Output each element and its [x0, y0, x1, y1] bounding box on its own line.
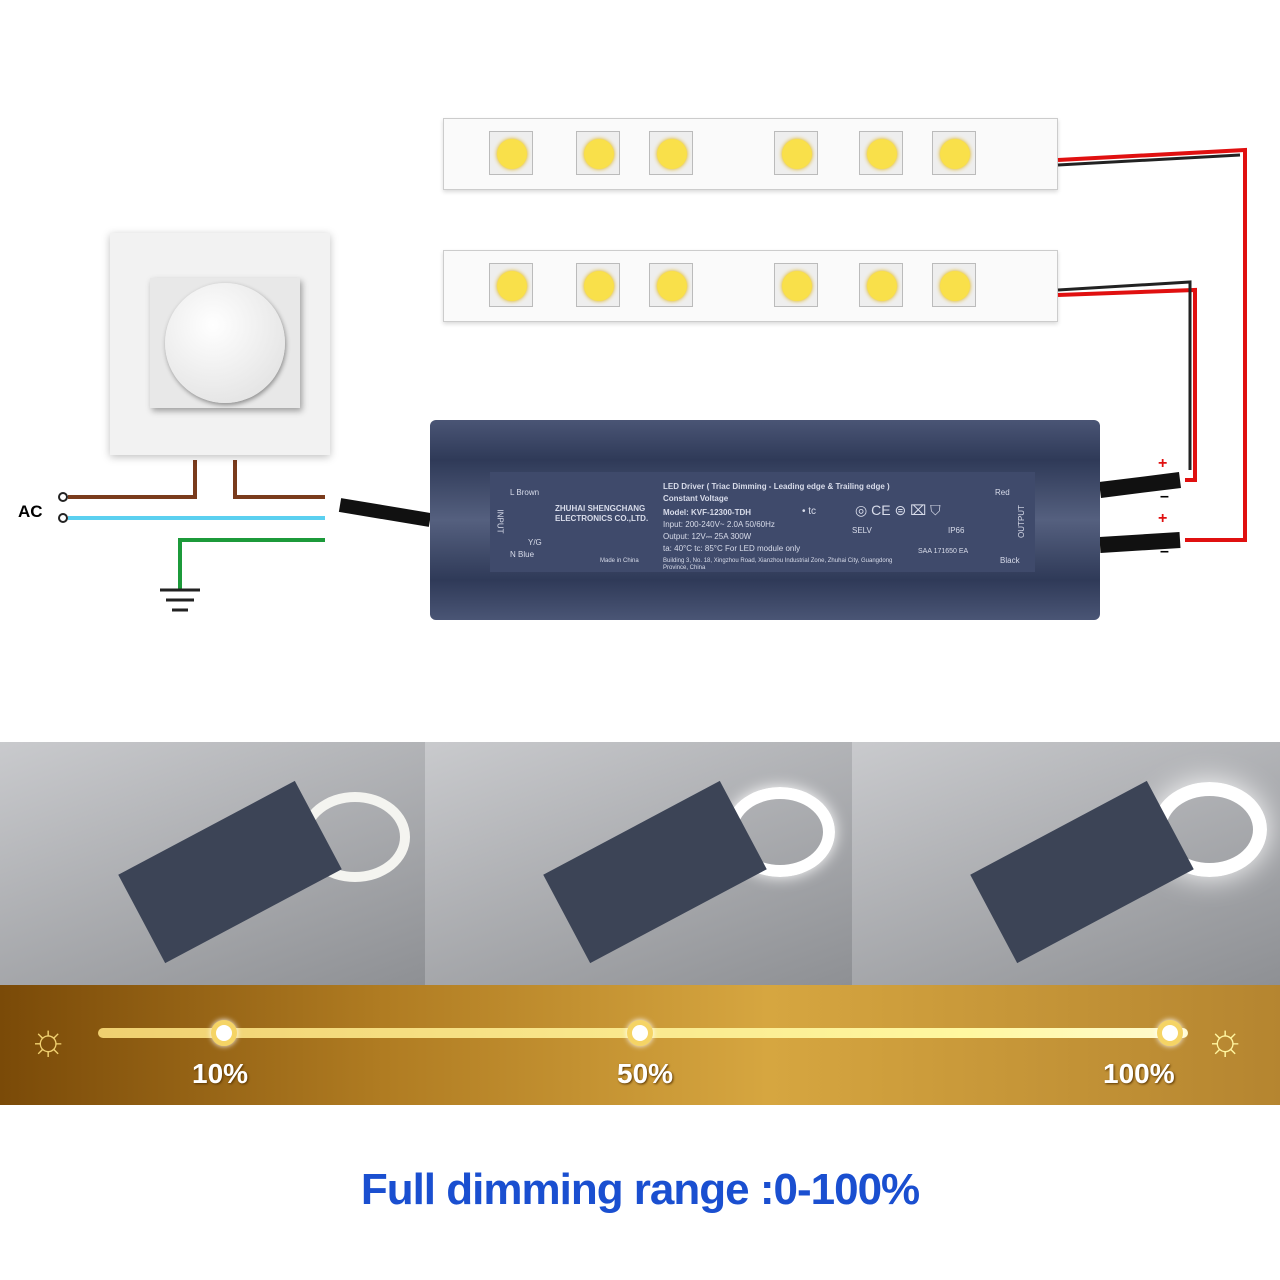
selv-label: SELV [852, 526, 872, 535]
level-label-50: 50% [617, 1058, 674, 1089]
ground-label: Y/G [528, 538, 542, 547]
plus-sign-1: + [1158, 455, 1168, 472]
minus-sign-1: – [1160, 488, 1169, 505]
photo-dim-100 [852, 742, 1280, 985]
page-title: Full dimming range :0-100% [360, 1165, 920, 1214]
wiring [58, 147, 1247, 612]
product-name: LED Driver ( Triac Dimming - Leading edg… [663, 482, 890, 491]
dimmer-knob [165, 283, 285, 403]
slider-knob-100 [1157, 1020, 1183, 1046]
slider-knob-50 [627, 1020, 653, 1046]
model-number: Model: KVF-12300-TDH [663, 508, 752, 517]
led-strip-1 [443, 118, 1058, 190]
temperature-spec: ta: 40°C tc: 85°C For LED module only [663, 544, 801, 553]
sun-bright-icon: ☼ [1205, 1015, 1246, 1064]
ac-label: AC [18, 502, 43, 521]
photo-dim-50 [425, 742, 852, 985]
output-label: OUTPUT [1016, 505, 1026, 538]
l-brown-label: L Brown [510, 488, 540, 497]
dimmer-switch [110, 233, 330, 455]
company-name: ZHUHAI SHENGCHANG ELECTRONICS CO.,LTD. [555, 504, 649, 523]
address: Building 3, No. 18, Xingzhou Road, Xianz… [663, 558, 893, 571]
photo-dim-10 [0, 742, 425, 985]
plus-sign-2: + [1158, 510, 1168, 527]
product-type: Constant Voltage [663, 494, 729, 503]
level-label-100: 100% [1103, 1058, 1175, 1089]
ip-rating: IP66 [948, 526, 965, 535]
level-label-10: 10% [192, 1058, 249, 1089]
made-in: Made in China [600, 558, 639, 564]
certification-icons: ◎ CE ⊜ ⌧ ⛉ [855, 502, 941, 518]
minus-sign-2: – [1160, 543, 1169, 560]
output-spec: Output: 12V⎓ 25A 300W [663, 532, 752, 541]
led-strip-2 [443, 250, 1058, 322]
sun-dim-icon: ☼ [28, 1015, 69, 1064]
tc-mark: • tc [802, 506, 817, 517]
slider-knob-10 [211, 1020, 237, 1046]
saa-number: SAA 171650 EA [918, 548, 969, 555]
n-blue-label: N Blue [510, 550, 535, 559]
input-label: INPUT [495, 509, 505, 534]
driver-label-plate: L Brown N Blue INPUT Y/G ZHUHAI SHENGCHA… [490, 472, 1035, 572]
input-spec: Input: 200-240V~ 2.0A 50/60Hz [663, 520, 775, 529]
black-label: Black [1000, 556, 1020, 565]
led-driver: L Brown N Blue INPUT Y/G ZHUHAI SHENGCHA… [430, 420, 1100, 620]
red-label: Red [995, 488, 1010, 497]
